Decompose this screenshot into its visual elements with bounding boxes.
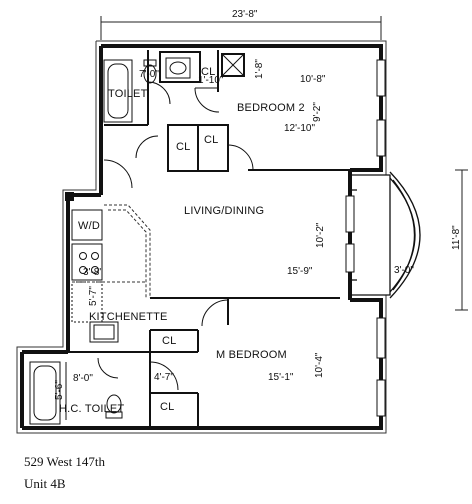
dim-bath-small: 1'-8": [254, 59, 265, 79]
exterior-outline: [16, 40, 387, 434]
label-hc-toilet: H.C. TOILET: [59, 403, 124, 415]
dim-toilet-width: 7'-0": [139, 69, 159, 80]
dim-overall-width: 23'-8": [232, 9, 258, 20]
label-closet-3: CL: [201, 66, 215, 78]
label-closet-4: CL: [162, 335, 176, 347]
label-closet-1: CL: [176, 141, 190, 153]
bathtub-upper: [103, 59, 133, 123]
exterior-walls: [20, 44, 383, 430]
toilet-fixture-upper: [143, 59, 157, 84]
dim-kitchen-width: 3'-8": [83, 267, 103, 278]
label-bedroom-2: BEDROOM 2: [237, 102, 305, 114]
label-kitchenette: KITCHENETTE: [89, 311, 168, 323]
dim-living-width: 15'-9": [287, 266, 313, 277]
address-caption: 529 West 147th: [24, 454, 106, 469]
dim-living-depth: 10'-2": [315, 222, 326, 248]
mechanical-box: [221, 53, 245, 77]
windows: [345, 59, 386, 417]
dim-hc-depth: 5'-6": [54, 380, 65, 400]
overall-dimension-line: [100, 16, 382, 40]
column: [65, 192, 74, 201]
stepped-wall: [104, 204, 151, 298]
label-closet-2: CL: [204, 134, 218, 146]
kitchen-counter: [71, 243, 119, 343]
dim-bed2-width-b: 12'-10": [284, 123, 315, 134]
bathtub-lower: [29, 361, 61, 425]
label-wd: W/D: [78, 220, 100, 232]
dim-kitchen-depth: 5'-7": [88, 286, 99, 306]
doors: [97, 81, 254, 391]
dim-cl-width: 4'-7": [154, 372, 174, 383]
dim-bay-depth: 11'-8": [451, 225, 462, 250]
dim-hall-closet: 1'-10": [198, 75, 224, 86]
unit-caption: Unit 4B: [24, 476, 66, 491]
label-toilet: TOILET: [108, 88, 148, 100]
label-m-bedroom: M BEDROOM: [216, 349, 287, 361]
dim-mbed-width: 15'-1": [268, 372, 294, 383]
bay-window: [350, 171, 421, 299]
interior-walls: [68, 50, 350, 428]
dim-bed2-depth: 9'-2": [312, 102, 323, 122]
washer-dryer: [71, 209, 103, 241]
dim-bay-width: 3'-0": [394, 265, 414, 276]
dim-mbed-depth: 10'-4": [314, 352, 325, 378]
dim-bed2-width: 10'-8": [300, 74, 326, 85]
toilet-fixture-lower: [105, 394, 123, 419]
label-closet-5: CL: [160, 401, 174, 413]
dim-hc-width: 8'-0": [73, 373, 93, 384]
bay-dimension-line: [455, 169, 468, 311]
sink-upper: [165, 57, 191, 79]
label-living-dining: LIVING/DINING: [184, 205, 264, 217]
